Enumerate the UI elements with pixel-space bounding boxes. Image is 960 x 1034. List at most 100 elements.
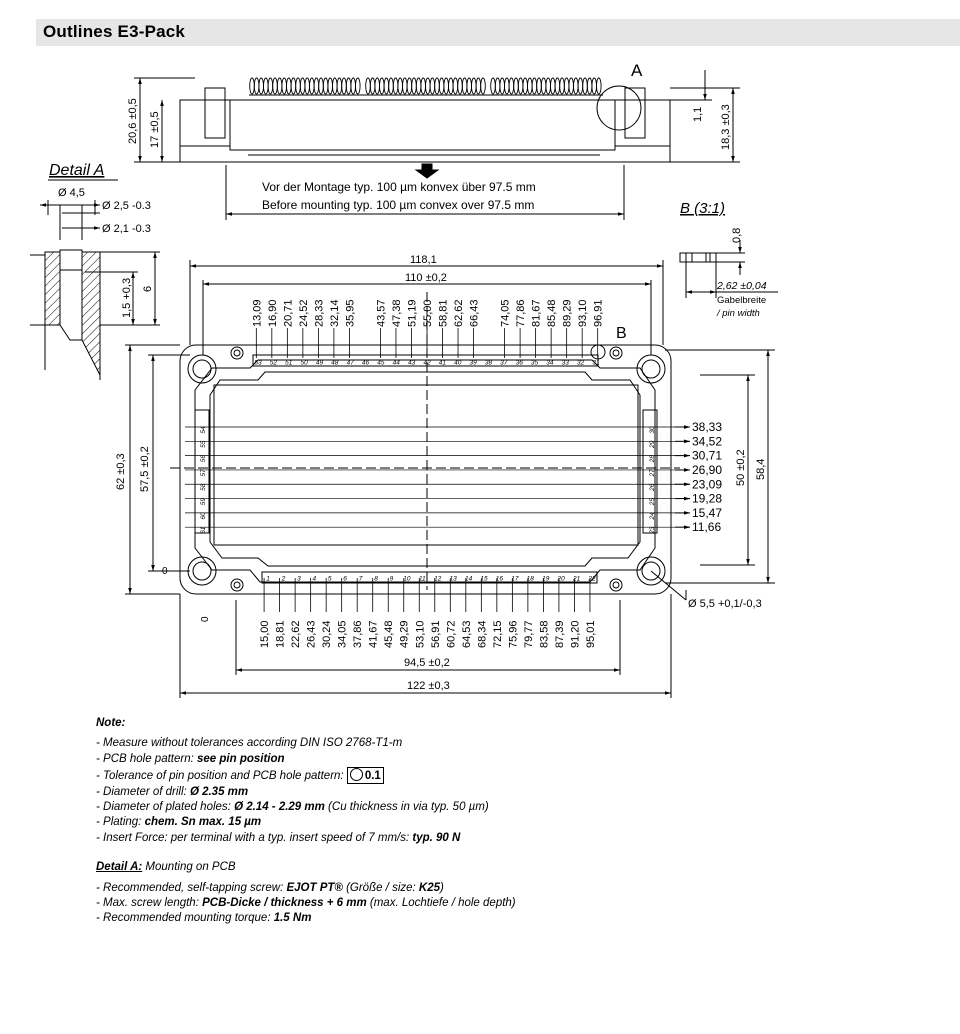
- side-pin: [249, 77, 255, 95]
- top-pin-position: 55,00: [422, 299, 434, 327]
- note-line-3: - Tolerance of pin position and PCB hole…: [96, 767, 896, 785]
- side-pin: [536, 77, 542, 95]
- detail-note-1: - Recommended, self-tapping screw: EJOT …: [96, 881, 444, 894]
- top-pin-number: 42: [423, 360, 431, 367]
- down-arrow-icon: [414, 163, 440, 179]
- side-pin: [490, 77, 496, 95]
- top-pin-number: 47: [347, 360, 355, 367]
- right-pin-number: 23: [649, 526, 656, 535]
- right-pin-position: 38,33: [692, 420, 722, 434]
- bottom-pin-position: 53,10: [414, 620, 426, 648]
- bottom-pin-position: 37,86: [352, 620, 364, 648]
- dim-right-total: 58,4: [755, 459, 767, 480]
- top-pin-position: 32,14: [329, 299, 341, 327]
- bottom-pin-position: 34,05: [337, 620, 349, 648]
- top-pin-position: 96,91: [593, 299, 605, 327]
- side-pin: [332, 77, 338, 95]
- bottom-pin-position: 91,20: [569, 620, 581, 648]
- side-pin: [494, 77, 501, 95]
- notes-title: Note:: [96, 717, 126, 729]
- left-pin-number: 55: [200, 440, 207, 448]
- origin-y: 0: [162, 566, 168, 577]
- top-pin-position: 13,09: [251, 299, 263, 327]
- side-pin: [461, 77, 468, 95]
- top-pin-number: 36: [516, 360, 524, 367]
- side-pin: [466, 77, 472, 95]
- bottom-pin-number: 14: [465, 576, 473, 583]
- bottom-pin-number: 21: [572, 576, 581, 583]
- top-pin-number: 48: [331, 360, 339, 367]
- bottom-pin-number: 6: [343, 576, 347, 583]
- detail-a-height-1: 1,5 +0,3: [121, 278, 133, 318]
- side-pin: [290, 77, 297, 95]
- bottom-pin-position: 64,53: [461, 620, 473, 648]
- right-pin-position: 11,66: [692, 520, 721, 534]
- bottom-pin-position: 41,67: [368, 620, 380, 648]
- side-pin: [365, 77, 371, 95]
- side-pin: [522, 77, 528, 95]
- detail-a-dia-3: Ø 2,1 -0.3: [102, 223, 151, 235]
- top-pin-number: 41: [439, 360, 447, 367]
- bottom-pin-position: 30,24: [321, 620, 333, 648]
- note-line-6: - Plating: chem. Sn max. 15 µm: [96, 816, 262, 829]
- left-pin-number: 54: [200, 426, 207, 434]
- top-pin-number: 32: [577, 360, 585, 367]
- bottom-pin-number: 2: [281, 576, 286, 583]
- right-pin-position: 23,09: [692, 477, 722, 491]
- detail-b-label-de: Gabelbreite: [717, 295, 766, 306]
- bottom-pin-position: 18,81: [275, 620, 287, 648]
- detail-note-3: - Recommended mounting torque: 1.5 Nm: [96, 912, 312, 925]
- top-pin-number: 43: [408, 360, 416, 367]
- origin-x: 0: [200, 616, 211, 622]
- side-pin: [499, 77, 505, 95]
- side-pin: [345, 77, 352, 95]
- side-pin: [327, 77, 333, 95]
- bottom-pin-number: 4: [312, 576, 316, 583]
- top-pin-position: 24,52: [298, 299, 310, 327]
- top-pin-number: 31: [592, 360, 600, 367]
- side-pin: [596, 77, 602, 95]
- right-pin-number: 28: [649, 455, 656, 464]
- convex-note-de: Vor der Montage typ. 100 µm konvex über …: [262, 180, 536, 194]
- side-pin: [295, 77, 301, 95]
- header-bar: Outlines E3-Pack: [36, 19, 960, 46]
- mounting-hole-tl: [187, 354, 217, 384]
- right-pin-number: 29: [649, 440, 656, 449]
- side-pin: [504, 77, 510, 95]
- left-pin-number: 59: [200, 498, 207, 506]
- mounting-hole-br: [636, 556, 666, 586]
- side-pin: [429, 77, 436, 95]
- bottom-pin-position: 68,34: [476, 620, 488, 648]
- detail-a-title: Detail A: [49, 162, 104, 179]
- bottom-pin-position: 60,72: [445, 620, 457, 648]
- top-view: [125, 260, 775, 698]
- note-line-4: - Diameter of drill: Ø 2.35 mm: [96, 785, 249, 798]
- top-pin-position: 89,29: [562, 299, 574, 327]
- side-pin: [573, 77, 579, 95]
- detail-a-drawing: [30, 179, 160, 380]
- top-pin-position: 93,10: [577, 299, 589, 327]
- top-pin-number: 38: [485, 360, 493, 367]
- right-pin-number: 27: [649, 469, 656, 478]
- side-pin: [457, 77, 463, 95]
- side-pin: [253, 77, 260, 95]
- side-pin: [392, 77, 399, 95]
- bottom-pin-number: 13: [449, 576, 457, 583]
- module-outline: [179, 344, 672, 595]
- side-pin: [568, 77, 574, 95]
- side-pin: [397, 77, 403, 95]
- side-pin: [563, 77, 570, 95]
- marker-a: A: [631, 61, 643, 80]
- bottom-pin-number: 22: [587, 576, 596, 583]
- side-pin: [527, 77, 533, 95]
- dim-right-pins: 50 ±0,2: [735, 449, 747, 486]
- top-pin-number: 50: [300, 360, 308, 367]
- detail-b-drawing: [679, 240, 778, 298]
- side-pin: [402, 77, 408, 95]
- side-pin: [350, 77, 356, 95]
- dim-side-right-height: 18,3 ±0,3: [720, 104, 732, 150]
- dim-width-total: 118,1: [410, 254, 437, 266]
